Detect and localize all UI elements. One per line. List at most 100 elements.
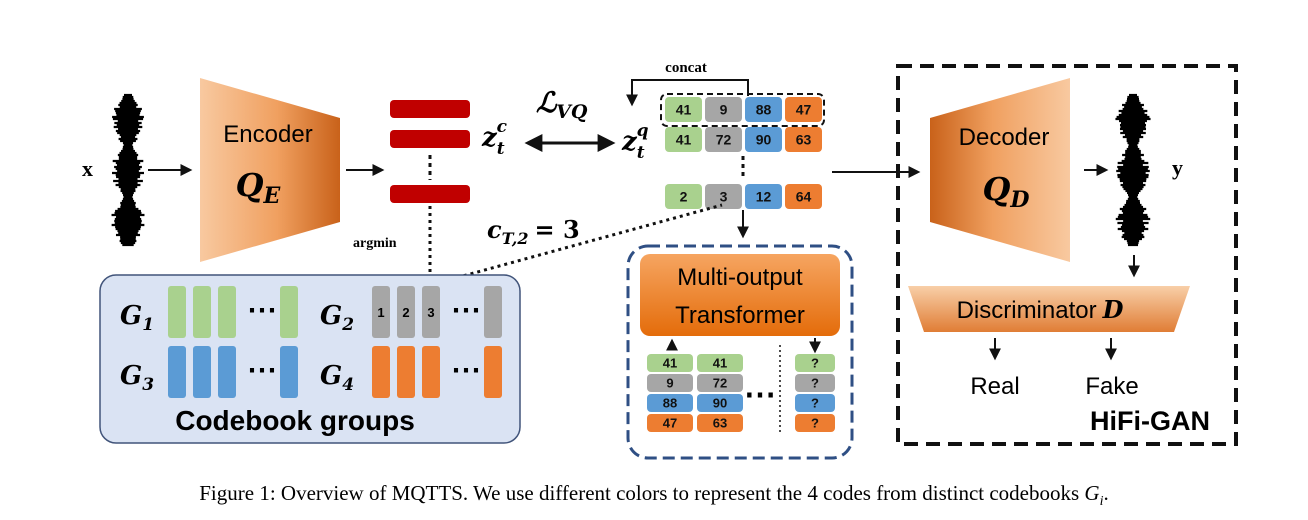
code-token-text: 88 xyxy=(756,102,772,118)
codebook-entry xyxy=(218,346,236,398)
code-token-box xyxy=(785,97,822,122)
transformer-predicted-token: ? xyxy=(795,414,835,432)
transformer-predicted-token-box xyxy=(795,354,835,372)
transformer-predicted-token-text: ? xyxy=(811,356,819,371)
transformer-input-token: 41 xyxy=(647,354,693,372)
codebook-entry xyxy=(484,346,502,398)
codebook-entry xyxy=(397,346,415,398)
code-token-text: 41 xyxy=(676,102,692,118)
decoder-title: Decoder xyxy=(959,124,1050,151)
transformer-title-line2: Transformer xyxy=(675,302,805,329)
code-token-box xyxy=(705,97,742,122)
decoder-block xyxy=(930,78,1070,262)
codebook-entry xyxy=(168,346,186,398)
codebook-groups-title: Codebook groups xyxy=(175,405,415,436)
code-token: 2 xyxy=(665,184,702,209)
real-label: Real xyxy=(970,373,1019,400)
code-token: 12 xyxy=(745,184,782,209)
hifigan-box xyxy=(896,64,1238,446)
transformer-input-token-text: 90 xyxy=(713,396,727,411)
code-token-text: 2 xyxy=(680,189,688,205)
codebook-entry-index: 1 xyxy=(377,305,384,320)
discriminator-block xyxy=(908,286,1190,332)
transformer-block xyxy=(640,254,840,336)
codebook-entry xyxy=(422,346,440,398)
transformer-input-token-box xyxy=(647,354,693,372)
input-label: x xyxy=(82,156,93,181)
concat-box xyxy=(660,93,825,127)
transformer-predicted-token-box xyxy=(795,394,835,412)
code-token-text: 63 xyxy=(796,132,812,148)
transformer-input-token: 72 xyxy=(697,374,743,392)
input-waveform xyxy=(111,93,145,247)
transformer-predicted-token-text: ? xyxy=(811,416,819,431)
transformer-predicted-token: ? xyxy=(795,354,835,372)
transformer-ellipsis: ⋯ xyxy=(744,376,776,412)
concat-arrow xyxy=(626,79,749,107)
argmin-label: argmin xyxy=(353,236,397,251)
latent-bar xyxy=(390,185,470,203)
encoder-symbol: QE xyxy=(236,166,282,209)
latent-vectors xyxy=(390,100,470,203)
transformer-input-token-box xyxy=(697,374,743,392)
codebook-ellipsis: ⋯ xyxy=(451,354,481,387)
code-token-box xyxy=(745,127,782,152)
codebook-group-label: G3 xyxy=(120,361,154,395)
output-waveform xyxy=(1115,93,1151,247)
code-token-text: 90 xyxy=(756,132,772,148)
transformer-input-token-text: 9 xyxy=(666,376,673,391)
code-token: 41 xyxy=(665,97,702,122)
transformer-title-line1: Multi-output xyxy=(677,264,803,291)
codebook-entry-index: 2 xyxy=(402,305,409,320)
code-equation: cT,2= 3 xyxy=(487,215,580,248)
codebook-group-label: G1 xyxy=(120,301,154,335)
code-token-box xyxy=(705,184,742,209)
transformer-input-token-text: 88 xyxy=(663,396,677,411)
code-token-box xyxy=(705,127,742,152)
code-token-text: 72 xyxy=(716,132,732,148)
concat-label: concat xyxy=(665,60,707,76)
transformer-input-token-box xyxy=(697,394,743,412)
vq-loss-label: ℒVQ xyxy=(536,86,588,123)
code-token: 3 xyxy=(705,184,742,209)
latent-q-label: ztq xyxy=(621,121,649,163)
encoder-title: Encoder xyxy=(223,121,312,148)
codebook-ellipsis: ⋯ xyxy=(247,294,277,327)
transformer-input-token-text: 47 xyxy=(663,416,677,431)
transformer-input-token: 63 xyxy=(697,414,743,432)
encoder-block xyxy=(200,78,340,262)
transformer-input-token-box xyxy=(697,354,743,372)
transformer-predicted-token: ? xyxy=(795,374,835,392)
figure-caption: Figure 1: Overview of MQTTS. We use diff… xyxy=(199,481,1108,509)
code-token-box xyxy=(745,184,782,209)
decoder-symbol: QD xyxy=(983,170,1030,213)
codebook-entry xyxy=(372,346,390,398)
latent-bar xyxy=(390,100,470,118)
codebook-entry xyxy=(397,286,415,338)
codebook-entry-index: 3 xyxy=(427,305,434,320)
code-token: 9 xyxy=(705,97,742,122)
output-label: y xyxy=(1172,155,1183,180)
transformer-input-token-text: 63 xyxy=(713,416,727,431)
transformer-input-token-text: 41 xyxy=(663,356,677,371)
codebook-ellipsis: ⋯ xyxy=(247,354,277,387)
code-lookup-dotted-line xyxy=(429,203,723,287)
codebook-group-label: G4 xyxy=(320,361,354,395)
code-token: 47 xyxy=(785,97,822,122)
transformer-predicted-token: ? xyxy=(795,394,835,412)
codebook-entry xyxy=(280,346,298,398)
transformer-predicted-token-box xyxy=(795,374,835,392)
latent-bar xyxy=(390,130,470,148)
code-token-text: 41 xyxy=(676,132,692,148)
transformer-input-token-text: 72 xyxy=(713,376,727,391)
transformer-input-token: 41 xyxy=(697,354,743,372)
transformer-tokens: 41 9 88 47 41 72 90 63???? xyxy=(647,354,835,432)
codebook-entry xyxy=(372,286,390,338)
code-token-text: 12 xyxy=(756,189,772,205)
code-token-box xyxy=(665,127,702,152)
code-token-text: 3 xyxy=(720,189,728,205)
